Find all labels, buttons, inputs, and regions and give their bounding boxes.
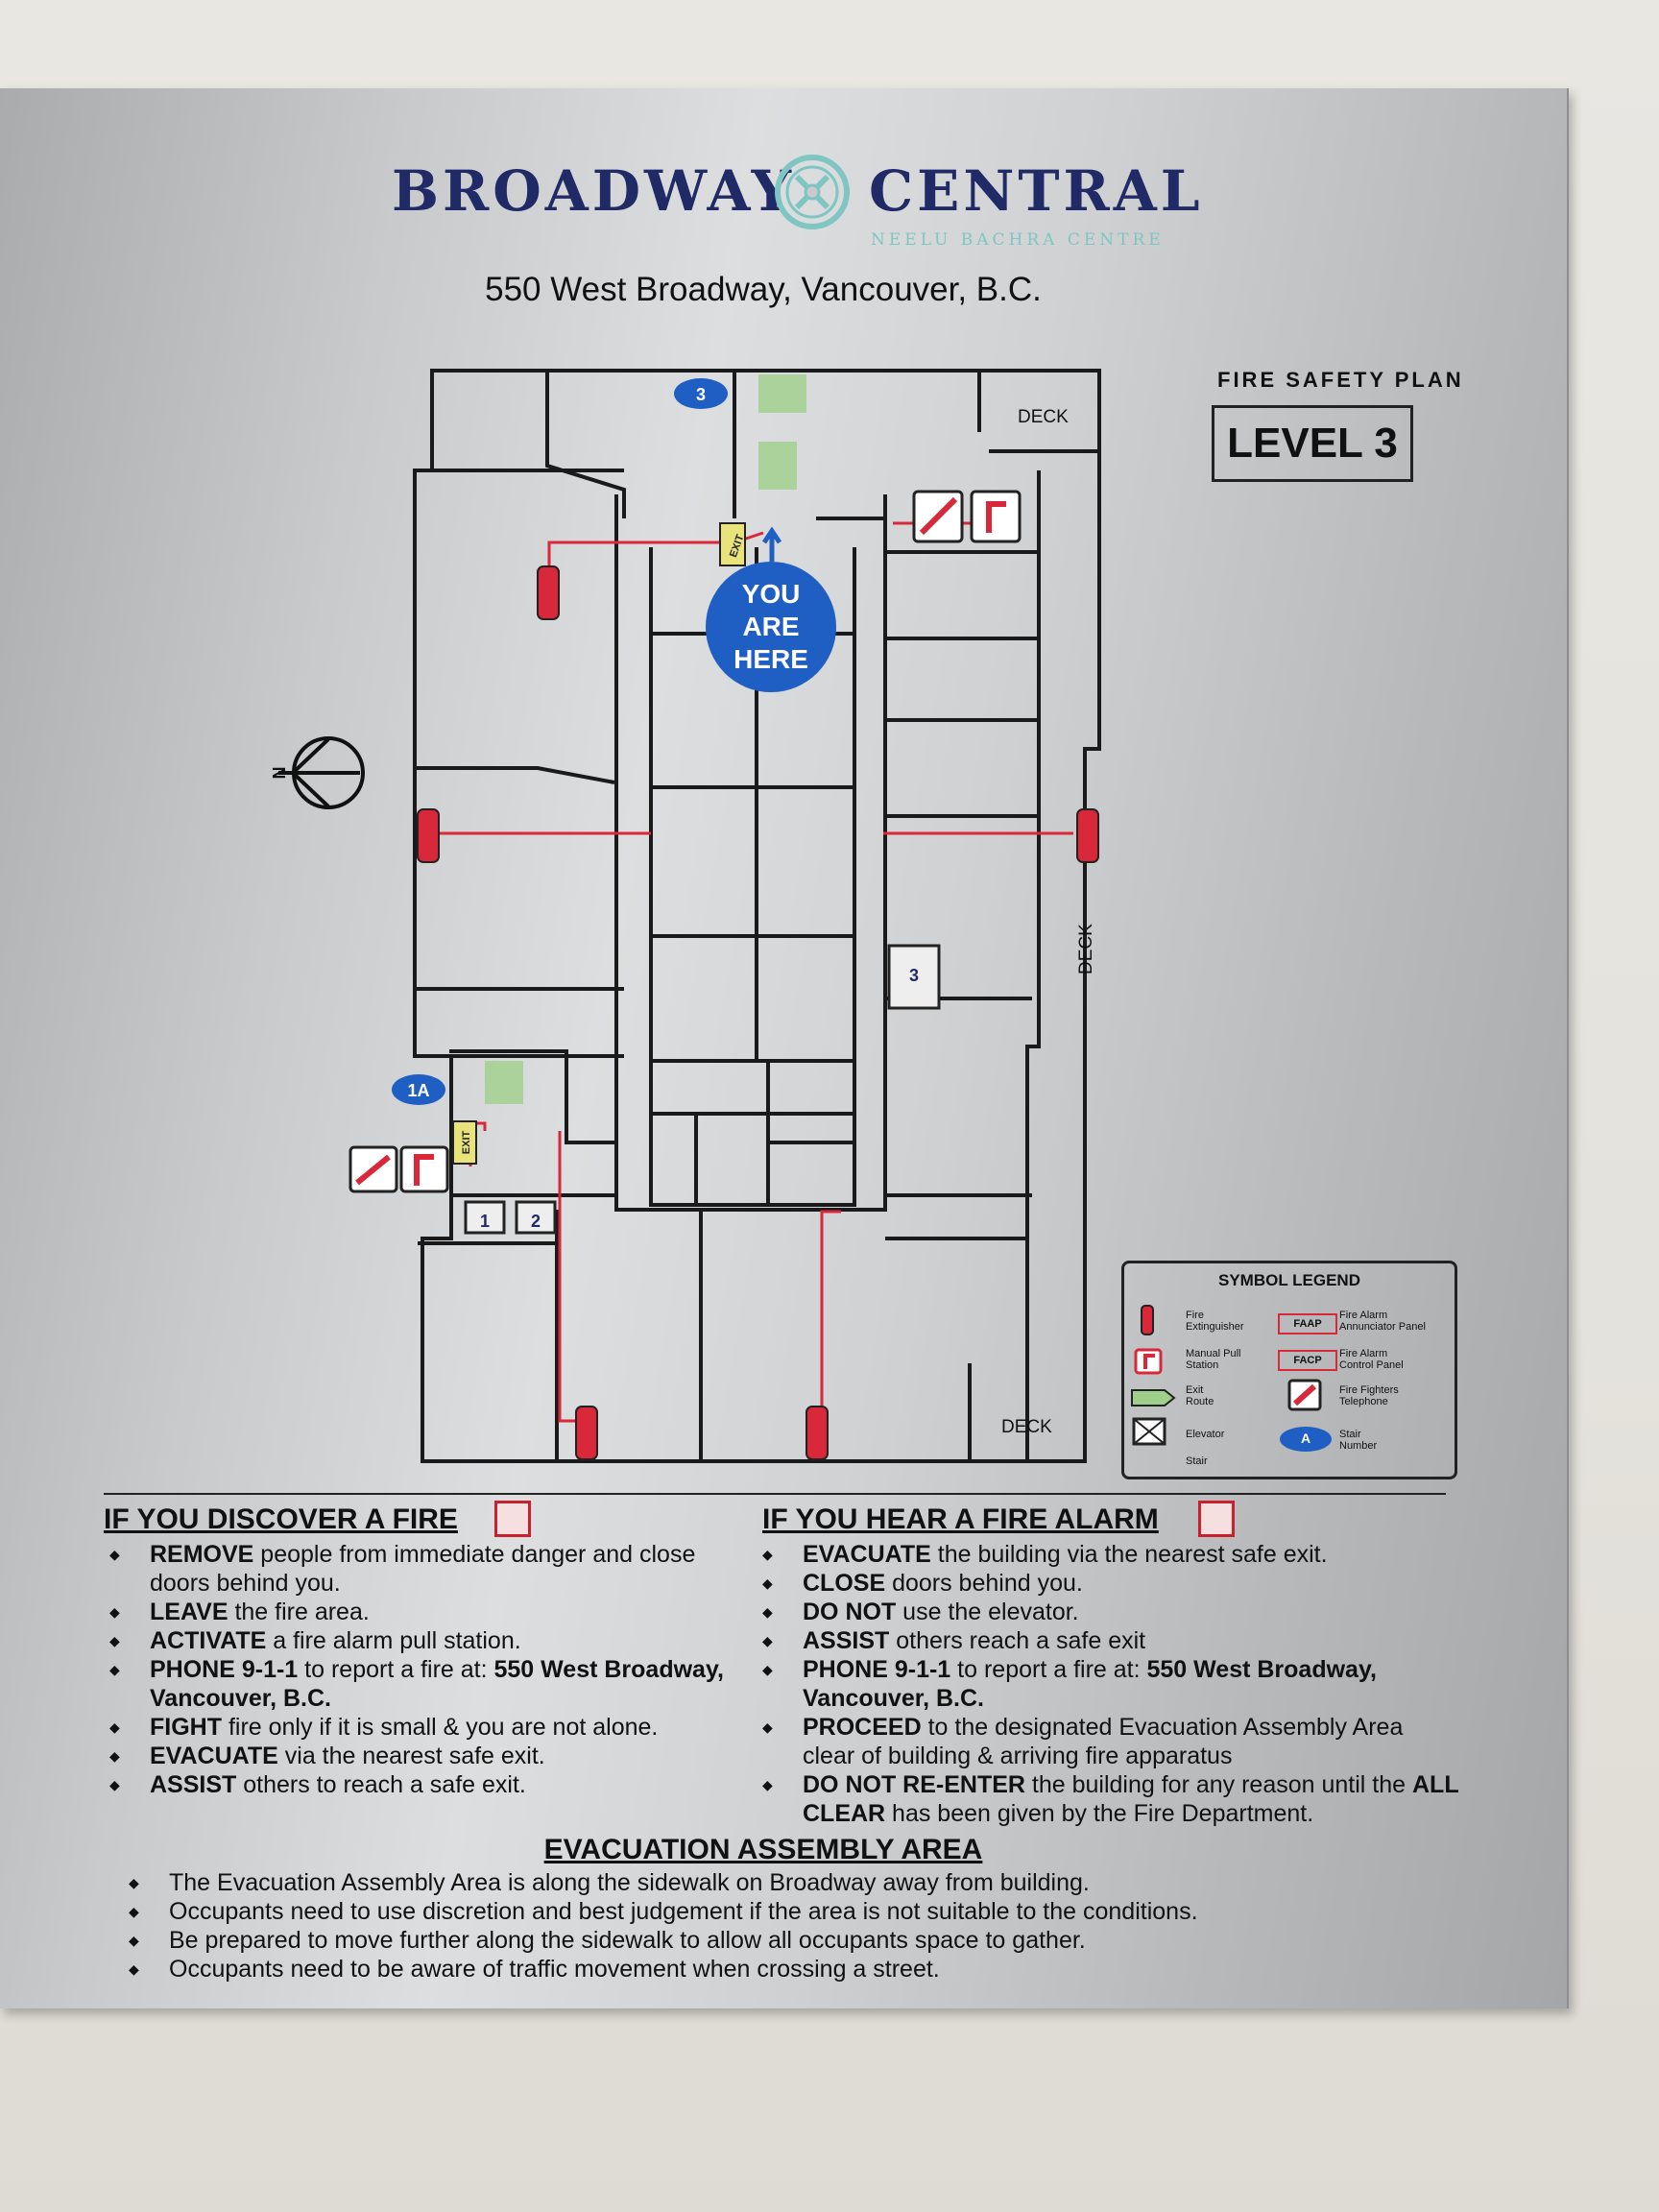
assembly-item: Occupants need to be aware of traffic mo… (125, 1955, 1450, 1984)
level-text: LEVEL 3 (1227, 420, 1398, 467)
facp-code: FACP (1278, 1350, 1337, 1371)
stair-icon (758, 374, 806, 413)
deck-label: DECK (1001, 1417, 1052, 1437)
stair-number: 1A (407, 1081, 429, 1100)
elevator-icon (887, 944, 941, 1010)
elevator-icon (464, 1200, 506, 1235)
rule-item: DO NOT use the elevator. (758, 1598, 1459, 1626)
fire-extinguisher-icon (1076, 808, 1099, 863)
pull-station-icon (1134, 1348, 1163, 1375)
rule-item: LEAVE the fire area. (106, 1598, 758, 1626)
assembly-item: Occupants need to use discretion and bes… (125, 1897, 1450, 1926)
level-badge: LEVEL 3 (1212, 405, 1413, 482)
rule-item: EVACUATE via the nearest safe exit. (106, 1742, 758, 1770)
fire-extinguisher-icon (805, 1406, 829, 1460)
assembly-area-list: The Evacuation Assembly Area is along th… (125, 1868, 1450, 1984)
elevator-number: 1 (480, 1212, 490, 1231)
exit-sign-icon (452, 1120, 477, 1165)
firefighter-phone-icon (1287, 1379, 1322, 1411)
brand-name-left: BROADWAY (392, 158, 795, 224)
rule-item: PHONE 9-1-1 to report a fire at: 550 Wes… (106, 1655, 758, 1713)
elevator-icon (1132, 1417, 1166, 1446)
stair-icon (485, 1061, 523, 1104)
elevator-number: 2 (531, 1212, 541, 1231)
pull-station-icon (399, 1145, 449, 1193)
brand-name-right: CENTRAL (869, 158, 1204, 224)
exit-sign-text: EXIT (461, 1130, 472, 1154)
elevator-icon (515, 1200, 557, 1235)
stair-number-badge (1280, 1427, 1332, 1452)
fire-icon (494, 1501, 531, 1537)
deck-label: DECK (1076, 924, 1096, 974)
hear-alarm-heading: IF YOU HEAR A FIRE ALARM (762, 1503, 1159, 1535)
fire-extinguisher-icon (1141, 1305, 1154, 1335)
brand-subtitle: NEELU BACHRA CENTRE (871, 230, 1165, 250)
deck-label: DECK (1018, 407, 1069, 427)
brand-header: BROADWAY CENTRAL NEELU BACHRA CENTRE (0, 155, 1659, 250)
hear-alarm-list: EVACUATE the building via the nearest sa… (758, 1540, 1459, 1828)
rule-item: PROCEED to the designated Evacuation Ass… (758, 1713, 1459, 1770)
fire-extinguisher-icon (575, 1406, 598, 1460)
rule-item: ASSIST others reach a safe exit (758, 1626, 1459, 1655)
rule-item: EVACUATE the building via the nearest sa… (758, 1540, 1459, 1569)
rule-item: DO NOT RE-ENTER the building for any rea… (758, 1770, 1459, 1828)
fire-extinguisher-icon (417, 808, 440, 863)
faap-code: FAAP (1278, 1313, 1337, 1334)
stair-number-code: A (1300, 1431, 1311, 1446)
rule-item: FIGHT fire only if it is small & you are… (106, 1713, 758, 1742)
legend-item: Elevator (1186, 1429, 1225, 1440)
rule-item: ACTIVATE a fire alarm pull station. (106, 1626, 758, 1655)
stair-number: 3 (696, 385, 706, 404)
pull-station-icon (970, 490, 1022, 543)
rule-item: ASSIST others to reach a safe exit. (106, 1770, 758, 1799)
assembly-item: Be prepared to move further along the si… (125, 1926, 1450, 1955)
you-are-here-marker (706, 562, 836, 692)
discover-fire-heading: IF YOU DISCOVER A FIRE (104, 1503, 458, 1535)
assembly-item: The Evacuation Assembly Area is along th… (125, 1868, 1450, 1897)
rule-item: REMOVE people from immediate danger and … (106, 1540, 758, 1598)
plan-label: FIRE SAFETY PLAN (1217, 368, 1464, 392)
north-arrow-icon: N (270, 736, 365, 809)
stair-number-badge (392, 1074, 445, 1105)
fire-extinguisher-icon (537, 565, 560, 620)
rule-item: PHONE 9-1-1 to report a fire at: 550 Wes… (758, 1655, 1459, 1713)
discover-fire-list: REMOVE people from immediate danger and … (106, 1540, 758, 1799)
assembly-area-heading: EVACUATION ASSEMBLY AREA (543, 1834, 983, 1865)
exit-sign-icon (719, 522, 746, 566)
compass-letter: N (270, 767, 289, 780)
exit-route-icon (1131, 1389, 1176, 1407)
alarm-icon (1198, 1501, 1235, 1537)
legend-title: SYMBOL LEGEND (1218, 1271, 1360, 1289)
you-are-here-text: YOU (742, 579, 801, 609)
elevator-number: 3 (909, 966, 919, 985)
brand-logo-icon (775, 155, 850, 229)
stair-number-badge (674, 378, 728, 409)
stair-icon: Stair (1186, 1455, 1208, 1467)
you-are-here-arrow-icon (761, 526, 782, 562)
stair-icon (758, 442, 797, 490)
building-address: 550 West Broadway, Vancouver, B.C. (485, 271, 1042, 308)
legend-item: Stair (1186, 1455, 1208, 1467)
rule-item: CLOSE doors behind you. (758, 1569, 1459, 1598)
section-divider (104, 1493, 1446, 1495)
you-are-here-text: ARE (742, 612, 799, 641)
you-are-here-text: HERE (733, 644, 808, 674)
